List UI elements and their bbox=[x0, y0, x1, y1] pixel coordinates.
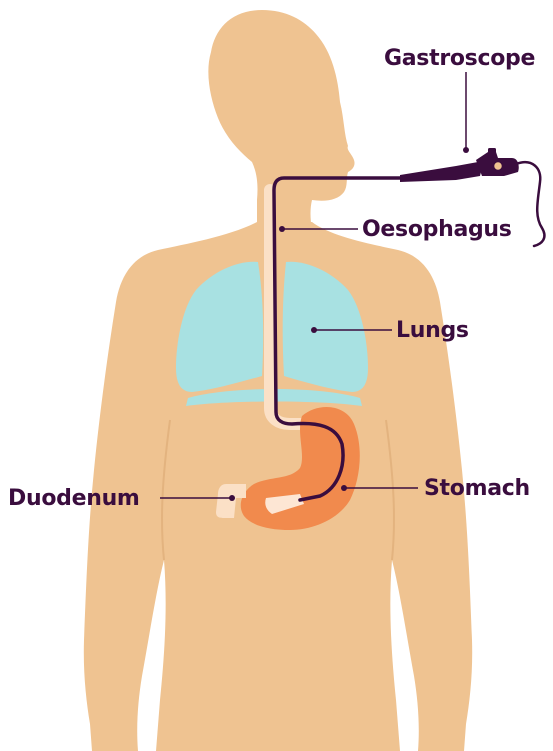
gastroscope-taper bbox=[400, 162, 482, 182]
oesophagus-label: Oesophagus bbox=[362, 219, 512, 241]
head-and-neck bbox=[208, 10, 354, 230]
gastroscope-eyepiece bbox=[494, 162, 503, 171]
duodenum-label: Duodenum bbox=[8, 488, 140, 510]
gastroscope-cap bbox=[488, 148, 496, 154]
gastroscope-leader-dot bbox=[463, 147, 469, 153]
duodenum-leader-dot bbox=[229, 495, 235, 501]
lungs-leader-dot bbox=[311, 327, 317, 333]
stomach-label: Stomach bbox=[424, 478, 530, 500]
gastroscope-cable bbox=[516, 162, 544, 246]
oesophagus-leader-dot bbox=[279, 226, 285, 232]
body-silhouette bbox=[84, 10, 472, 751]
lungs-label: Lungs bbox=[396, 320, 469, 342]
gastroscope-label: Gastroscope bbox=[384, 48, 535, 70]
stomach-leader-dot bbox=[341, 485, 347, 491]
